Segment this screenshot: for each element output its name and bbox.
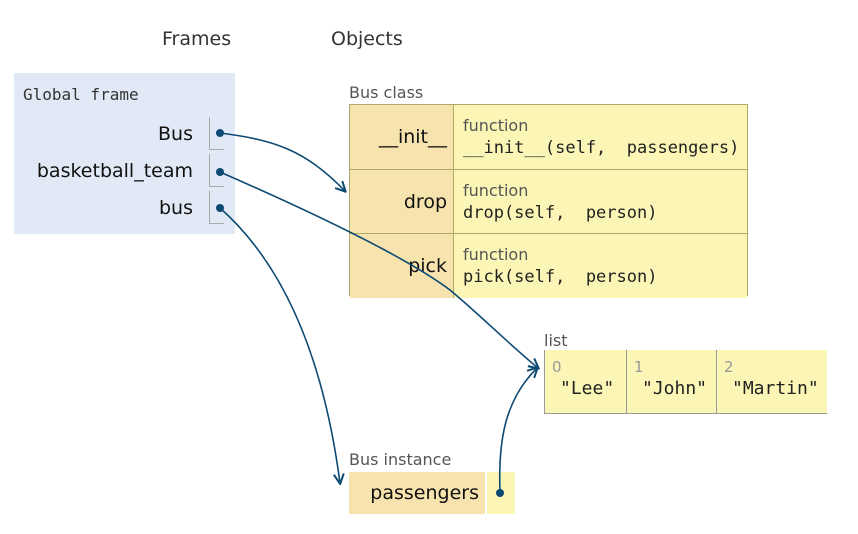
list-value-1: "John" [642, 378, 708, 399]
list-index-1: 1 [634, 358, 644, 376]
list-value-2: "Martin" [732, 378, 819, 399]
list-cell-0: 0 "Lee" [545, 350, 626, 413]
class-val-drop: function drop(self, person) [454, 170, 747, 234]
var-pointer-bus[interactable] [209, 191, 224, 224]
frames-heading: Frames [162, 28, 232, 50]
fn-kind-pick: function [463, 245, 529, 264]
class-key-pick: pick [350, 234, 454, 298]
dot-bus [216, 204, 224, 212]
fn-signature-init: __init__(self, passengers) [463, 138, 740, 158]
class-row-init: __init__ function __init__(self, passeng… [350, 105, 747, 169]
arrow-bus-to-instance [219, 207, 340, 483]
class-val-init: function __init__(self, passengers) [454, 105, 747, 169]
class-key-init: __init__ [350, 105, 454, 169]
list-index-0: 0 [552, 358, 562, 376]
global-frame-title: Global frame [23, 85, 139, 104]
class-val-pick: function pick(self, person) [454, 234, 747, 298]
list-label: list [544, 331, 568, 350]
dot-Bus [216, 129, 224, 137]
class-row-drop: drop function drop(self, person) [350, 169, 747, 234]
arrow-passengers-to-list [498, 368, 537, 494]
class-key-pick-text: pick [408, 255, 447, 277]
instance-key-passengers-text: passengers [370, 482, 479, 504]
bus-class-label: Bus class [349, 83, 424, 102]
var-name-basketball-team: basketball_team [36, 160, 193, 182]
bus-instance-label: Bus instance [349, 450, 452, 469]
arrow-team-to-list [219, 171, 538, 368]
objects-heading: Objects [331, 28, 403, 50]
dot-basketball-team [216, 168, 224, 176]
var-pointer-basketball-team[interactable] [209, 154, 224, 187]
list-value-0: "Lee" [560, 378, 615, 399]
class-key-drop: drop [350, 170, 454, 234]
instance-key-passengers: passengers [349, 472, 485, 514]
arrow-Bus-to-class [219, 132, 345, 191]
bus-class-object[interactable]: __init__ function __init__(self, passeng… [349, 104, 748, 298]
class-row-pick: pick function pick(self, person) [350, 233, 747, 298]
fn-signature-pick: pick(self, person) [463, 267, 658, 287]
dot-passengers [496, 489, 504, 497]
fn-kind-init: function [463, 116, 529, 135]
list-cell-1: 1 "John" [626, 350, 717, 413]
bus-instance-object[interactable]: passengers [349, 472, 515, 514]
var-pointer-Bus[interactable] [209, 117, 224, 150]
fn-signature-drop: drop(self, person) [463, 203, 658, 223]
class-key-drop-text: drop [403, 191, 447, 213]
var-name-bus: bus [158, 197, 193, 219]
class-key-init-text: __init__ [378, 126, 447, 148]
list-cell-2: 2 "Martin" [716, 350, 828, 413]
fn-kind-drop: function [463, 181, 529, 200]
list-object[interactable]: 0 "Lee" 1 "John" 2 "Martin" [544, 350, 827, 414]
global-frame: Global frame Bus basketball_team bus [14, 73, 235, 234]
var-name-Bus: Bus [158, 123, 193, 145]
list-index-2: 2 [724, 358, 734, 376]
